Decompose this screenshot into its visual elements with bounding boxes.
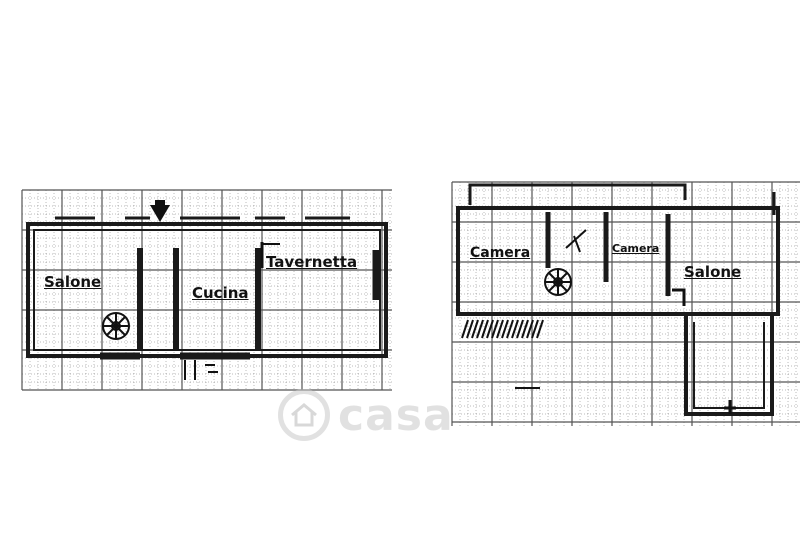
right-small-details <box>515 288 736 414</box>
house-icon <box>278 389 330 441</box>
room-label-salone-right: Salone <box>684 263 742 281</box>
right-lower-wing <box>684 314 774 416</box>
right-plan-outer-wall <box>456 206 780 316</box>
left-plan-inner-wall <box>33 229 381 351</box>
left-plan-walls <box>26 222 388 360</box>
room-label-camera-1: Camera <box>470 245 531 261</box>
room-label-camera-2: Camera <box>612 242 660 255</box>
door-swing-icon <box>565 229 587 253</box>
balcony-hatch <box>461 319 544 339</box>
room-label-salone-left: Salone <box>44 273 102 291</box>
spiral-stair-icon <box>102 312 130 340</box>
watermark: casa <box>278 385 454 445</box>
right-lower-wing-inner <box>693 322 765 409</box>
room-label-cucina: Cucina <box>192 284 249 302</box>
room-label-tavernetta: Tavernetta <box>266 253 358 271</box>
left-bottom-details <box>184 242 280 380</box>
right-top-bracket <box>468 183 687 205</box>
entrance-arrow-icon <box>150 200 170 222</box>
spiral-stair-right-icon <box>544 268 572 296</box>
grid-right <box>451 181 800 426</box>
right-plan-walls <box>456 183 780 416</box>
watermark-text: casa <box>338 389 454 441</box>
